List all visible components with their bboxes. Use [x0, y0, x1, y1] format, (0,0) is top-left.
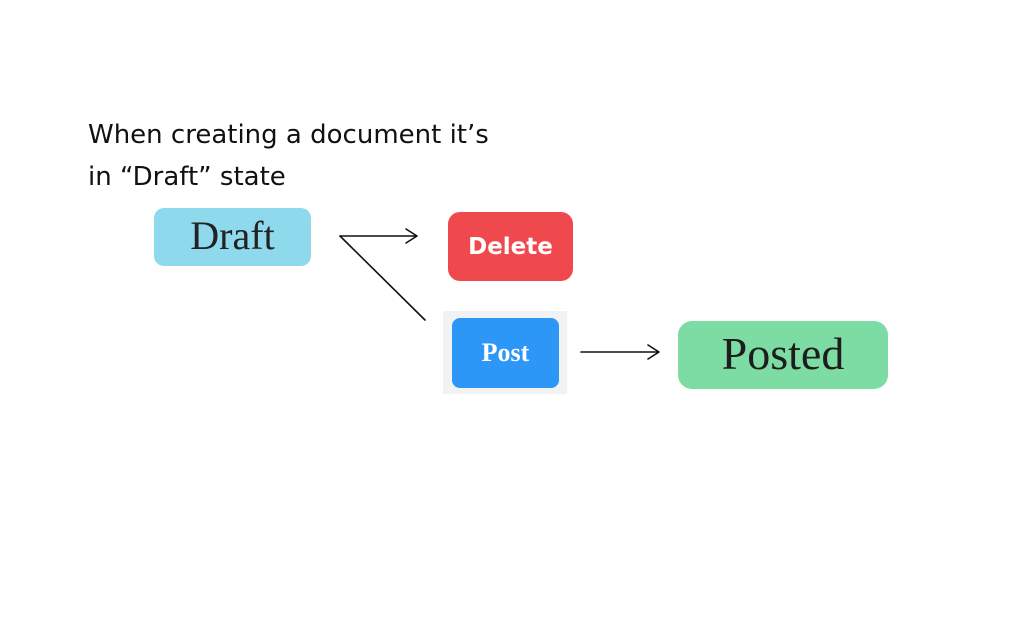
caption-line-2: in “Draft” state	[88, 162, 286, 192]
posted-state-node: Posted	[678, 321, 888, 389]
draft-to-delete-arrow	[339, 228, 418, 244]
draft-state-node: Draft	[154, 208, 311, 266]
draft-to-post-connector	[339, 235, 426, 321]
delete-button[interactable]: Delete	[448, 212, 573, 281]
post-to-posted-arrow	[580, 344, 660, 360]
caption-line-1: When creating a document it’s	[88, 120, 489, 150]
post-button[interactable]: Post	[452, 318, 559, 388]
diagram-caption: When creating a document it’s in “Draft”…	[88, 114, 548, 198]
